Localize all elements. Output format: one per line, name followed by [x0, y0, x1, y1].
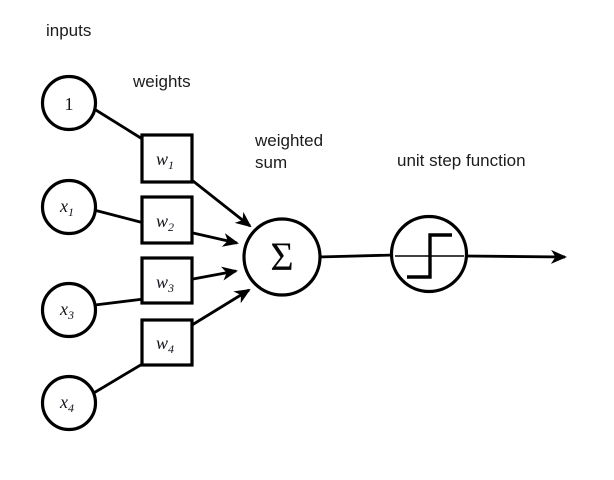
label-weighted-sum-line2: sum — [255, 153, 287, 172]
input-node-circle-x4 — [40, 374, 98, 432]
label-weighted-sum-line1: weighted — [254, 131, 323, 150]
connector-x4-w4 — [91, 361, 145, 396]
weight-box-w1 — [140, 133, 194, 184]
input-node-label-1: 1 — [65, 94, 74, 114]
input-node-label-x4: x4 — [59, 392, 74, 415]
input-node-circle-x3 — [40, 281, 98, 339]
connector-x1-w2 — [93, 208, 145, 225]
arrow-w1-sum — [192, 179, 252, 228]
weight-box-label-w2: w2 — [156, 211, 174, 234]
input-node-label-x3: x3 — [59, 299, 74, 322]
sum-symbol: Σ — [270, 234, 293, 279]
arrow-output — [464, 249, 567, 264]
connector-input1-w1 — [90, 105, 145, 142]
arrow-w4-sum — [191, 288, 251, 327]
weight-box-label-w3: w3 — [156, 272, 174, 295]
weight-box-label-w1: w1 — [156, 149, 174, 172]
arrow-w2-sum — [192, 231, 239, 247]
sum-node-circle — [242, 217, 322, 297]
label-weights: weights — [132, 72, 191, 91]
connector-x3-w3 — [94, 297, 145, 307]
step-function-icon — [395, 233, 464, 279]
weight-box-w2 — [140, 195, 194, 245]
line-sum-step — [317, 253, 395, 259]
input-node-label-x1: x1 — [59, 196, 74, 219]
input-node-circle-x1 — [40, 178, 98, 236]
weight-box-w4 — [140, 318, 194, 367]
label-unit-step-function: unit step function — [397, 151, 526, 170]
arrow-w3-sum — [192, 266, 238, 281]
weight-box-label-w4: w4 — [156, 333, 174, 356]
label-inputs: inputs — [46, 21, 91, 40]
input-node-circle-1 — [40, 74, 98, 132]
weight-box-w3 — [140, 256, 194, 305]
